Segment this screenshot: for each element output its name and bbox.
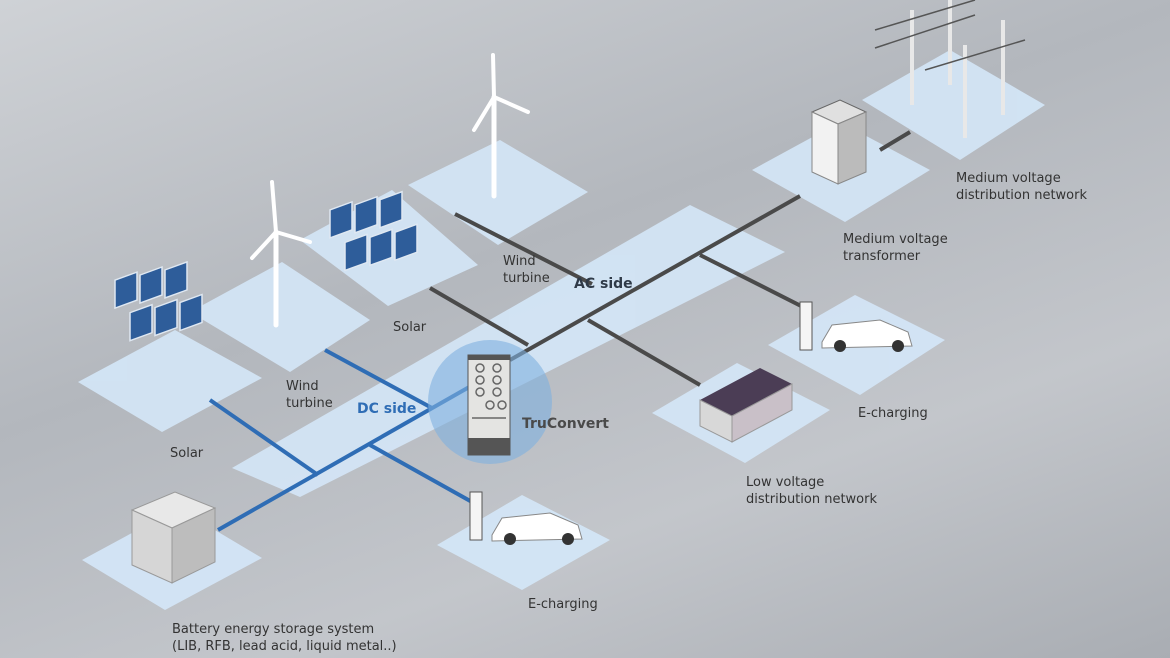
label-echarging-right: E-charging <box>858 406 928 421</box>
ac-wind-line <box>454 212 593 286</box>
label-solar-mid: Solar <box>393 320 427 335</box>
ac-lowvoltage-line <box>586 318 702 387</box>
label-line: turbine <box>286 396 333 411</box>
battery-container-icon <box>130 491 217 584</box>
wind-turbine-icon <box>250 180 312 328</box>
dc-solar-line <box>208 398 320 477</box>
power-pylon-icon <box>874 0 1026 138</box>
label-line: Medium voltage <box>956 171 1061 186</box>
label-line: (LIB, RFB, lead acid, liquid metal..) <box>172 639 397 654</box>
label-line: distribution network <box>956 188 1088 203</box>
wind-turbine-icon <box>472 53 530 199</box>
tile-wind-top <box>408 140 588 245</box>
label-mv-network: Medium voltage distribution network <box>956 170 1087 204</box>
label-line: distribution network <box>746 492 878 507</box>
electric-car-icon <box>491 512 583 545</box>
label-echarging-bottom: E-charging <box>528 597 598 612</box>
mv-link-line <box>878 130 912 152</box>
label-solar-left: Solar <box>170 446 204 461</box>
dc-wind-line <box>324 348 433 410</box>
label-dc-side: DC side <box>357 401 417 417</box>
label-ac-side: AC side <box>574 276 633 292</box>
label-line: Medium voltage <box>843 232 948 247</box>
label-line: Wind <box>503 254 536 269</box>
tile-echarging-bottom <box>437 495 610 590</box>
ac-echarging-line <box>699 253 806 310</box>
truconvert-cabinet-icon <box>467 354 511 456</box>
label-truconvert: TruConvert <box>522 416 609 432</box>
ev-charger-icon <box>469 491 483 541</box>
ac-main-line <box>509 194 801 362</box>
label-line: Low voltage <box>746 475 825 490</box>
ev-charger-icon <box>799 301 813 351</box>
transformer-icon <box>810 99 868 185</box>
label-mv-transformer: Medium voltage transformer <box>843 231 948 265</box>
tile-solar-left <box>78 330 262 432</box>
label-line: turbine <box>503 271 550 286</box>
building-icon <box>699 368 793 443</box>
label-line: Wind <box>286 379 319 394</box>
ac-solar-line <box>428 286 530 347</box>
label-lv-network: Low voltage distribution network <box>746 474 877 508</box>
solar-panel-icon <box>329 190 418 272</box>
label-line: transformer <box>843 249 921 264</box>
tile-mv-network <box>862 50 1045 160</box>
label-wind-top: Wind turbine <box>503 253 550 287</box>
electric-car-icon <box>821 319 913 352</box>
label-battery: Battery energy storage system (LIB, RFB,… <box>172 621 397 655</box>
label-line: Battery energy storage system <box>172 622 375 637</box>
dc-echarging-line <box>369 443 473 504</box>
solar-panel-icon <box>114 260 203 342</box>
tile-wind-left <box>190 262 370 372</box>
label-wind-left: Wind turbine <box>286 378 333 412</box>
